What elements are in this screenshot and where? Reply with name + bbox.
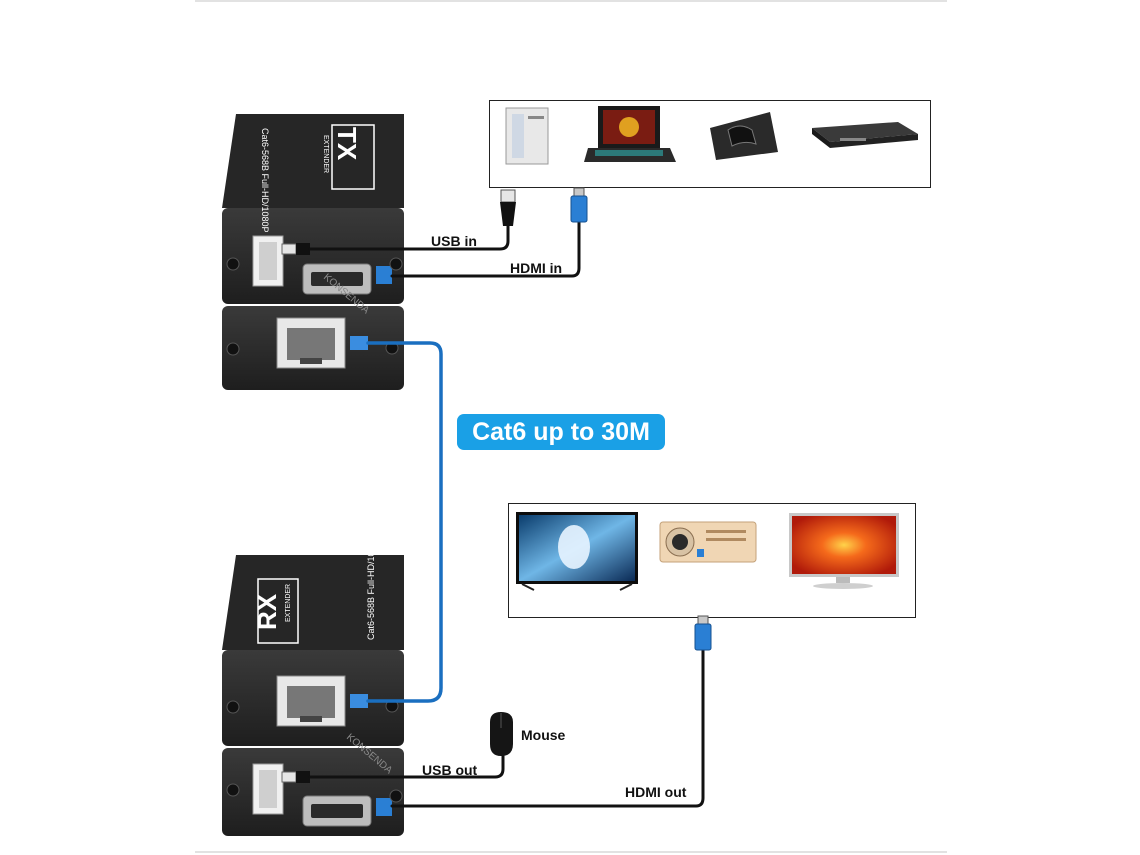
laptop-icon <box>584 106 676 162</box>
tx-logo-sub: EXTENDER <box>322 135 329 173</box>
tx-usb-plug <box>281 243 297 255</box>
rx-screw-3 <box>226 783 240 797</box>
rx-model: Cat6-568B Full-HD/1080P <box>366 535 376 640</box>
hdmi-in-plug <box>570 187 588 223</box>
usb-in-label: USB in <box>431 233 477 249</box>
laptop-keyboard <box>595 150 663 156</box>
usb-in-plug-body <box>500 202 516 226</box>
game-console-icon <box>710 112 778 160</box>
rx-rj45-tab <box>300 716 322 722</box>
tv-icon <box>516 512 638 591</box>
rx-rj45-port-inner <box>287 686 335 718</box>
hdmi-in-cable <box>390 220 581 278</box>
dvd-top <box>812 122 918 142</box>
desktop-pc-icon <box>505 107 549 165</box>
tx-logo-frame <box>331 124 375 190</box>
tx-hdmi-port-inner <box>311 272 363 286</box>
monitor-stand <box>813 583 873 589</box>
frame-bottom-line <box>195 851 947 853</box>
frame-top-line <box>195 0 947 2</box>
monitor-neck <box>836 577 850 583</box>
rx-usb-plug <box>281 771 297 783</box>
tx-logo: TX EXTENDER <box>322 127 362 173</box>
hdmi-in-label: HDMI in <box>510 260 563 276</box>
usb-out-label: USB out <box>422 762 478 778</box>
pc-drive-bay <box>528 116 544 119</box>
tx-screw-1 <box>226 257 240 271</box>
tx-hdmi-plug <box>376 266 392 284</box>
usb-in-cable <box>308 220 510 251</box>
usb-in-plug-metal <box>500 189 516 203</box>
tx-unit: TX EXTENDER Cat6-568B Full-HD/1080P <box>222 114 404 390</box>
rx-logo-letters: RX <box>252 593 282 630</box>
projector-vent-2 <box>706 538 746 541</box>
rx-logo-sub: EXTENDER <box>285 584 292 622</box>
mouse-body <box>490 712 513 756</box>
dvd-front <box>830 134 918 148</box>
rx-screw-1 <box>226 700 240 714</box>
tx-model-text: Cat6-568B Full-HD/1080P <box>260 128 270 233</box>
rx-model-text: Cat6-568B Full-HD/1080P <box>366 535 376 640</box>
pc-front-panel <box>512 114 524 158</box>
hdmi-out-plug-metal <box>697 615 709 625</box>
tx-model: Cat6-568B Full-HD/1080P <box>260 128 270 233</box>
cat6-distance-badge: Cat6 up to 30M <box>457 414 665 450</box>
rx-logo: RX EXTENDER <box>252 584 292 630</box>
dvd-side <box>812 128 830 148</box>
usb-out-cable <box>308 752 505 779</box>
tv-screen-highlight <box>558 525 590 569</box>
rx-hdmi-port-inner <box>311 804 363 818</box>
hdmi-out-cable <box>390 648 705 808</box>
tx-rj45-port-inner <box>287 328 335 360</box>
cat6-cable <box>366 341 443 703</box>
tx-screw-3 <box>226 342 240 356</box>
tv-foot-right <box>619 583 633 591</box>
rx-hdmi-plug <box>376 798 392 816</box>
rx-logo-frame <box>257 578 299 644</box>
projector-lens <box>672 534 688 550</box>
projector-vent-1 <box>706 530 746 533</box>
dvd-tray <box>840 138 866 141</box>
console-controller <box>727 125 757 147</box>
tx-usb-port-inner <box>259 242 277 280</box>
rx-usb-plug-body <box>296 771 310 783</box>
projector-icon <box>659 521 757 563</box>
projector-hdmi-port <box>697 549 704 557</box>
tx-rj45-tab <box>300 358 322 364</box>
hdmi-in-plug-body <box>570 195 588 223</box>
mouse-icon <box>490 712 513 756</box>
hdmi-in-plug-metal <box>573 187 585 197</box>
laptop-screen-logo <box>619 117 639 137</box>
hdmi-out-label: HDMI out <box>625 784 687 800</box>
tv-foot-left <box>521 583 535 591</box>
usb-in-plug <box>500 189 516 226</box>
tx-logo-letters: TX <box>332 127 362 161</box>
mouse-label: Mouse <box>521 727 566 743</box>
rx-usb-port-inner <box>259 770 277 808</box>
cables <box>308 220 705 808</box>
rx-rj45-plug <box>350 694 368 708</box>
rx-screw-4 <box>389 789 403 803</box>
hdmi-out-plug <box>694 615 712 651</box>
tx-usb-plug-body <box>296 243 310 255</box>
hdmi-out-plug-body <box>694 623 712 651</box>
monitor-screen <box>792 516 896 574</box>
rx-top-face <box>222 555 404 650</box>
dvd-player-icon <box>812 122 918 148</box>
tx-top-face <box>222 114 404 208</box>
tx-screw-2 <box>389 257 403 271</box>
rx-unit: RX EXTENDER Cat6-568B Full-HD/1080P <box>222 535 404 836</box>
tx-rj45-plug <box>350 336 368 350</box>
monitor-icon <box>789 513 899 589</box>
